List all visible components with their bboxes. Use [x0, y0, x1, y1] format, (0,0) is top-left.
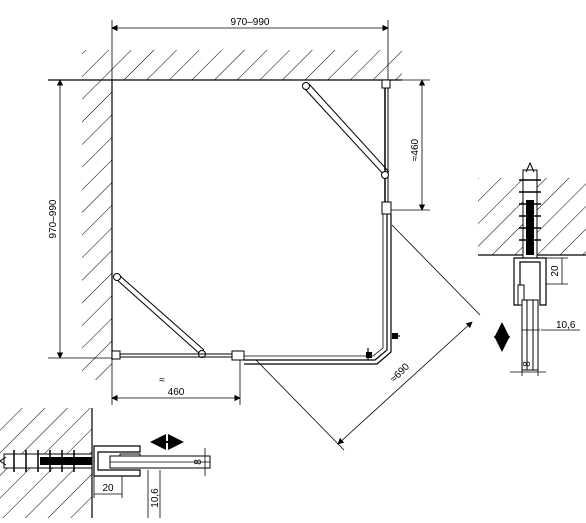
approx-mark: ≈	[159, 375, 165, 386]
detail-right-dim-8: 8	[522, 361, 533, 367]
dimension-top-width: 970–990	[111, 17, 389, 80]
right-glass-panel	[381, 79, 392, 215]
detail-bottom: 8 20 10,6	[0, 408, 211, 518]
dimension-left-label: 970–990	[48, 199, 59, 238]
detail-right: 20 10,6 8	[478, 161, 586, 376]
main-plan: 970–990 970–990 ≈460 460 ≈ ≈6	[48, 17, 481, 451]
dimension-left-height: 970–990	[48, 79, 112, 359]
dimension-bottom-lower: 460 ≈	[111, 360, 241, 405]
dimension-top-label: 970–990	[231, 17, 270, 28]
detail-bottom-dim-10-6: 10,6	[150, 488, 161, 508]
corner-sliding-profile	[244, 214, 400, 365]
bottom-glass-panel	[111, 350, 245, 361]
detail-bottom-dim-20: 20	[102, 483, 114, 494]
detail-right-dim-10-6: 10,6	[556, 320, 576, 331]
dimension-diagonal-label: ≈690	[388, 361, 412, 385]
wall-profile	[513, 257, 547, 371]
detail-right-dim-20: 20	[550, 265, 561, 277]
right-door-leaf	[302, 82, 390, 179]
dimension-right-upper: ≈460	[388, 79, 430, 211]
dimension-bottom-label: 460	[168, 387, 185, 398]
left-wall	[82, 80, 113, 380]
dimension-diagonal: ≈690	[255, 224, 481, 451]
wall-anchor-screw-horizontal	[0, 450, 93, 472]
left-door-leaf	[113, 273, 206, 358]
dimension-right-upper-label: ≈460	[410, 138, 421, 161]
top-wall	[48, 50, 402, 81]
detail-bottom-dim-8: 8	[193, 459, 204, 465]
wall-profile-horizontal	[93, 445, 211, 477]
